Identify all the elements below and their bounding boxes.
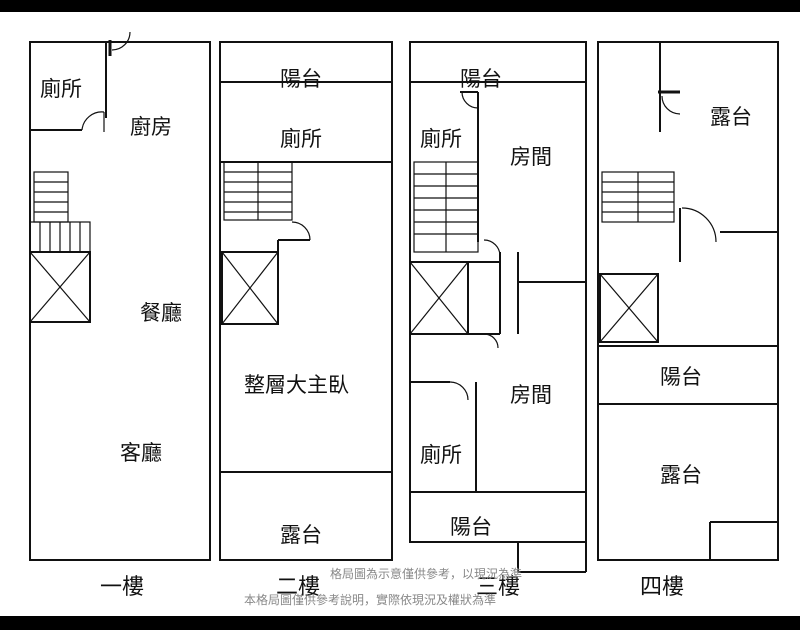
floor-2-plan: [219, 41, 393, 561]
f2-terrace-label: 露台: [280, 523, 322, 547]
floor-2-outline: [219, 41, 393, 561]
f3-balcony-top-label: 陽台: [460, 67, 502, 91]
floor-4-plan: [597, 41, 779, 561]
floor-4-outline: [597, 41, 779, 561]
floor-1-stairs: [29, 171, 91, 253]
floor-3-outline: [409, 41, 587, 543]
floor-3-stairs: [413, 161, 479, 253]
f2-balcony-label: 陽台: [280, 67, 322, 91]
f4-terrace-bottom-label: 露台: [660, 463, 702, 487]
f4-balcony-label: 陽台: [660, 365, 702, 389]
f1-living-label: 客廳: [120, 441, 162, 465]
floor-1-void: [29, 251, 91, 323]
floor-1-outline: [29, 41, 211, 561]
f2-master-bedroom-label: 整層大主臥: [244, 373, 349, 397]
f3-balcony-bottom-label: 陽台: [450, 515, 492, 539]
f3-toilet-bottom-label: 廁所: [420, 443, 462, 467]
floor-3-plan: [409, 41, 587, 573]
f2-toilet-label: 廁所: [280, 127, 322, 151]
floor-4-title: 四樓: [640, 575, 684, 600]
floor-1-plan: [29, 31, 211, 561]
f3-room-top-label: 房間: [510, 145, 552, 169]
floor-1-title: 一樓: [100, 575, 144, 600]
f3-toilet-top-label: 廁所: [420, 127, 462, 151]
floor-3-title: 三樓: [476, 575, 520, 600]
watermark-line-2: 本格局圖僅供參考說明，實際依現況及權狀為準: [244, 592, 496, 607]
f1-dining-label: 餐廳: [140, 301, 182, 325]
floor-plan-sheet: 廁所 廚房 餐廳 客廳 陽台 廁所 整層大主臥 露台 陽台 廁所 房間 房間 廁…: [0, 12, 800, 616]
floor-4-void: [599, 273, 659, 343]
floor-3-void: [409, 261, 469, 335]
f4-terrace-top-label: 露台: [710, 105, 752, 129]
floor-plan-drawing: 廁所 廚房 餐廳 客廳 陽台 廁所 整層大主臥 露台 陽台 廁所 房間 房間 廁…: [29, 31, 779, 607]
floor-2-stairs: [223, 161, 311, 241]
f1-toilet-label: 廁所: [40, 77, 82, 101]
f3-room-bottom-label: 房間: [510, 383, 552, 407]
floor-4-stairs: [601, 171, 675, 223]
f1-kitchen-label: 廚房: [130, 115, 172, 139]
watermark-line-1: 格局圖為示意僅供參考，以現況為準: [330, 566, 522, 581]
floor-2-title: 二樓: [276, 575, 320, 600]
